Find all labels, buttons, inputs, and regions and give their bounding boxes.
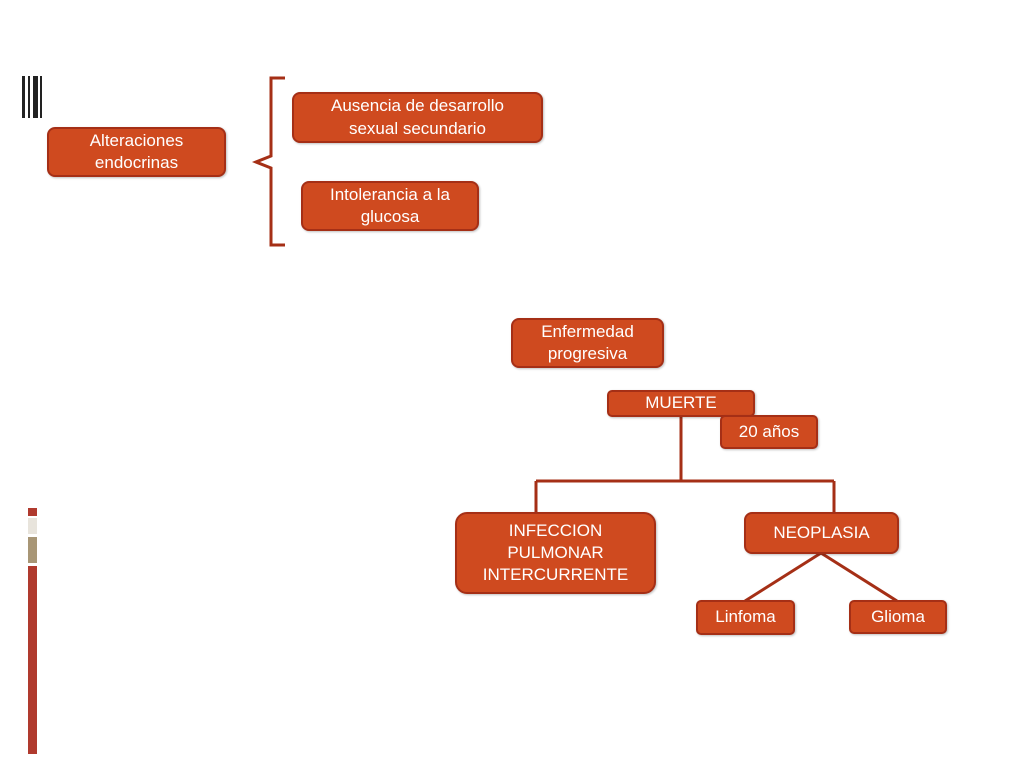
infeccion-pulmonar-node: INFECCION PULMONAR INTERCURRENTE xyxy=(455,512,656,594)
neoplasia-node: NEOPLASIA xyxy=(744,512,899,554)
linfoma-node: Linfoma xyxy=(696,600,795,635)
glioma-node: Glioma xyxy=(849,600,947,634)
intolerancia-glucosa-node: Intolerancia a la glucosa xyxy=(301,181,479,231)
accent-strip-red-long xyxy=(28,566,37,754)
curly-brace xyxy=(251,76,285,247)
alteraciones-endocrinas-node: Alteraciones endocrinas xyxy=(47,127,226,177)
age-20-node: 20 años xyxy=(720,415,818,449)
ausencia-desarrollo-node: Ausencia de desarrollo sexual secundario xyxy=(292,92,543,143)
accent-strip-cream xyxy=(28,518,37,534)
accent-strip-tan xyxy=(28,537,37,563)
enfermedad-progresiva-node: Enfermedad progresiva xyxy=(511,318,664,368)
accent-strip-red-top xyxy=(28,508,37,516)
linfoma-connector xyxy=(744,551,822,603)
slide-bars-icon xyxy=(22,76,42,118)
muerte-node: MUERTE xyxy=(607,390,755,417)
glioma-connector xyxy=(820,551,898,603)
